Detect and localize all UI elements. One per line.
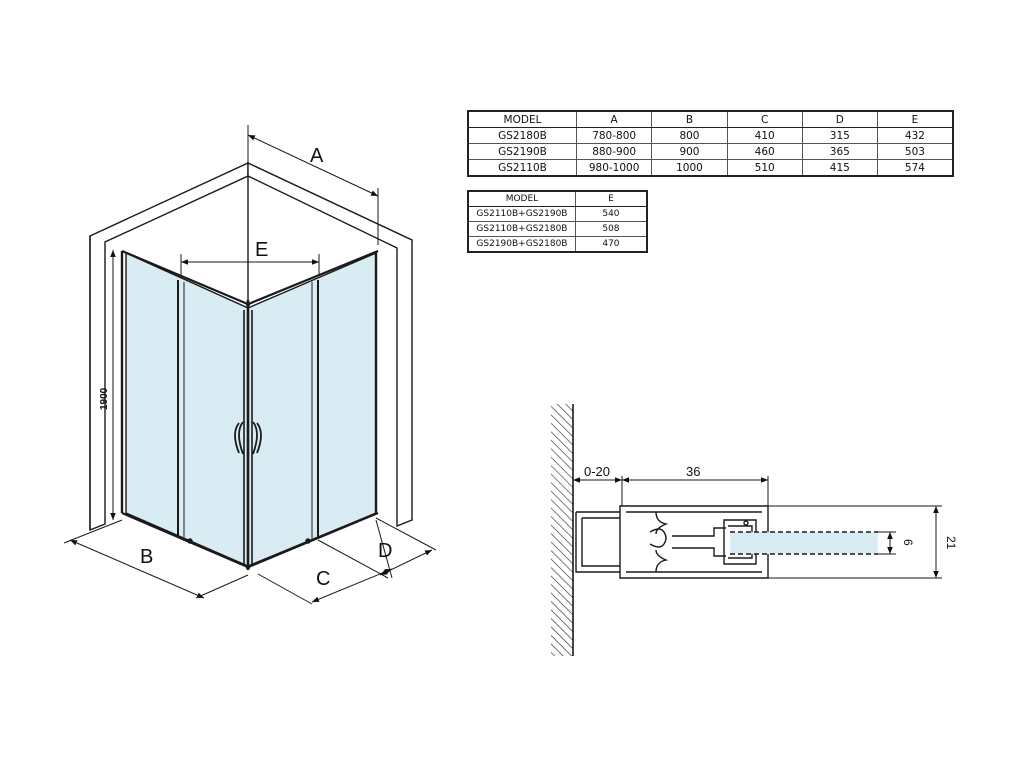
dimension-b-line xyxy=(63,519,249,599)
header-cell: MODEL xyxy=(467,110,577,128)
table-cell: GS2110B xyxy=(467,159,577,177)
dimension-d-line xyxy=(317,517,437,579)
header-cell: E xyxy=(876,110,954,128)
glass-thickness-label: 6 xyxy=(901,539,915,546)
table-row: GS2190B 880-900 900 460 365 503 xyxy=(467,143,954,160)
header-cell: E xyxy=(574,190,648,207)
door-handles-icon xyxy=(234,421,262,455)
models-table: MODEL A B C D E GS2180B 780-800 800 410 … xyxy=(467,110,954,177)
wall-profile xyxy=(575,511,620,573)
wall-hatch xyxy=(551,404,573,656)
table-cell: 900 xyxy=(651,143,728,160)
table-cell: 800 xyxy=(651,127,728,144)
dimension-glass-thickness xyxy=(878,531,896,555)
table-cell: 503 xyxy=(876,143,954,160)
dimension-profile-height xyxy=(768,505,942,579)
table-cell: 540 xyxy=(574,206,648,222)
models-header-row: MODEL A B C D E xyxy=(467,110,954,128)
dimension-a-label: A xyxy=(310,145,324,167)
header-cell: A xyxy=(575,110,653,128)
dimension-e-label: E xyxy=(255,239,268,261)
header-cell: D xyxy=(801,110,878,128)
table-row: GS2110B+GS2180B 508 xyxy=(467,221,648,237)
header-cell: C xyxy=(726,110,803,128)
combos-header-row: MODEL E xyxy=(467,190,648,207)
right-glass-panels xyxy=(245,249,379,570)
profile-height-label: 21 xyxy=(944,536,958,550)
table-cell: 780-800 xyxy=(575,127,653,144)
table-cell: 432 xyxy=(876,127,954,144)
table-cell: 315 xyxy=(801,127,878,144)
table-cell: 1000 xyxy=(651,159,728,177)
table-cell: GS2180B xyxy=(467,127,577,144)
profile-section-view xyxy=(551,404,942,656)
table-cell: 410 xyxy=(726,127,803,144)
table-cell: 470 xyxy=(574,236,648,253)
table-cell: GS2110B+GS2190B xyxy=(467,206,576,222)
table-cell: 510 xyxy=(726,159,803,177)
table-cell: 415 xyxy=(801,159,878,177)
table-cell: GS2190B xyxy=(467,143,577,160)
height-label: 1900 xyxy=(99,387,110,410)
table-cell: 980-1000 xyxy=(575,159,653,177)
table-cell: 574 xyxy=(876,159,954,177)
wall-gap-label: 0-20 xyxy=(584,464,610,479)
dimension-c-label: C xyxy=(316,568,330,590)
table-row: GS2110B+GS2190B 540 xyxy=(467,206,648,222)
header-cell: B xyxy=(651,110,728,128)
table-row: GS2110B 980-1000 1000 510 415 574 xyxy=(467,159,954,177)
table-row: GS2180B 780-800 800 410 315 432 xyxy=(467,127,954,144)
table-cell: 365 xyxy=(801,143,878,160)
shower-enclosure-view xyxy=(63,125,437,605)
dimension-d-label: D xyxy=(378,540,392,562)
dimension-wall-gap xyxy=(572,476,623,506)
dimension-a-line xyxy=(247,125,379,245)
dimension-b-label: B xyxy=(140,546,153,568)
table-cell: 508 xyxy=(574,221,648,237)
table-cell: 880-900 xyxy=(575,143,653,160)
dimension-e-line xyxy=(180,254,320,276)
table-cell: GS2190B+GS2180B xyxy=(467,236,576,253)
combinations-table: MODEL E GS2110B+GS2190B 540 GS2110B+GS21… xyxy=(467,190,648,253)
table-row: GS2190B+GS2180B 470 xyxy=(467,236,648,253)
profile-depth-label: 36 xyxy=(686,464,700,479)
header-cell: MODEL xyxy=(467,190,576,207)
dimension-profile-depth xyxy=(622,476,769,506)
glass-pane xyxy=(730,532,878,554)
table-cell: GS2110B+GS2180B xyxy=(467,221,576,237)
left-glass-panels xyxy=(120,249,251,570)
table-cell: 460 xyxy=(726,143,803,160)
